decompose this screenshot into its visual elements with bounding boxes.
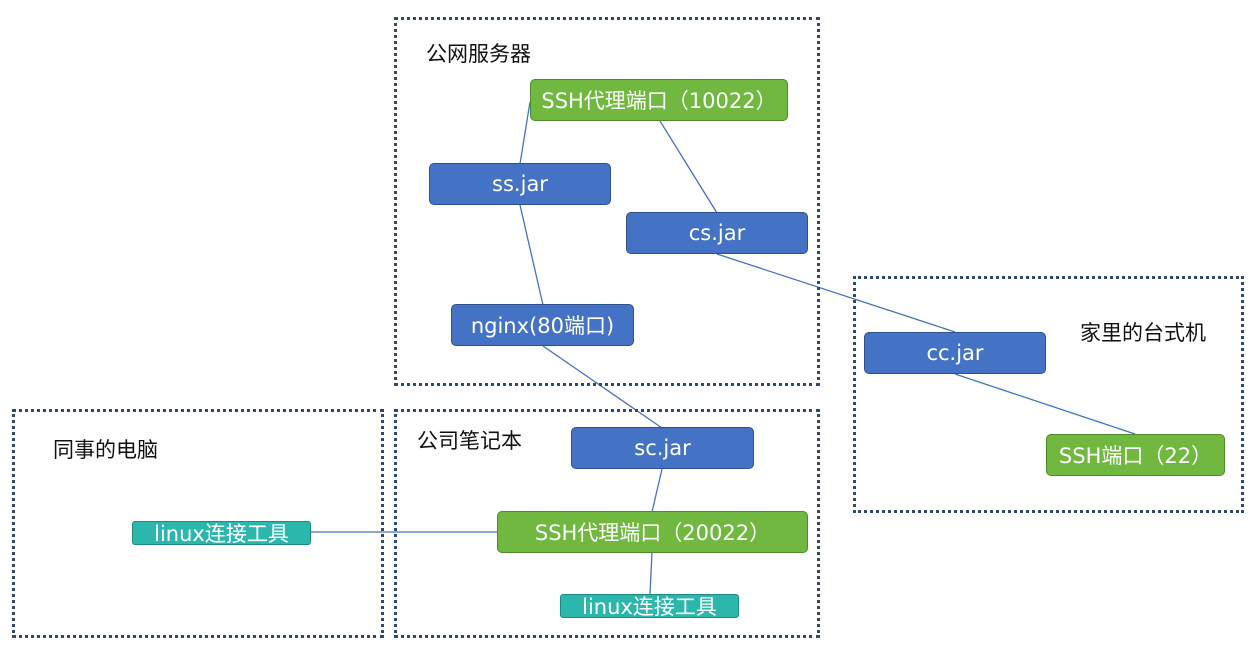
link-ssjar-nginx bbox=[519, 204, 544, 306]
link-csjar-ccjar bbox=[716, 253, 956, 333]
node-linux-tool-laptop: linux连接工具 bbox=[560, 594, 739, 619]
node-nginx: nginx(80端口) bbox=[451, 304, 634, 346]
link-nginx-scjar bbox=[542, 345, 663, 429]
link-ssh20022-linuxtool-laptop bbox=[649, 552, 653, 595]
node-ss-jar: ss.jar bbox=[429, 163, 611, 205]
node-ssh-proxy-10022: SSH代理端口（10022） bbox=[530, 79, 788, 121]
node-cc-jar: cc.jar bbox=[864, 332, 1046, 374]
node-ssh-proxy-20022: SSH代理端口（20022） bbox=[497, 511, 808, 553]
zone-label-colleague-pc: 同事的电脑 bbox=[53, 438, 158, 462]
zone-home-desktop bbox=[853, 276, 1244, 513]
link-ssh10022-csjar bbox=[659, 120, 718, 214]
zone-label-public-server: 公网服务器 bbox=[426, 42, 531, 66]
link-ssh10022-ssjar bbox=[519, 101, 531, 165]
node-cs-jar: cs.jar bbox=[626, 212, 808, 254]
link-ccjar-ssh22 bbox=[954, 373, 1136, 435]
zone-colleague-pc bbox=[12, 409, 384, 638]
node-sc-jar: sc.jar bbox=[571, 427, 754, 469]
zone-label-company-laptop: 公司笔记本 bbox=[417, 429, 522, 453]
zone-label-home-desktop: 家里的台式机 bbox=[1080, 321, 1206, 345]
zone-company-laptop bbox=[394, 409, 820, 638]
node-ssh-22: SSH端口（22） bbox=[1046, 434, 1225, 476]
link-scjar-ssh20022 bbox=[651, 468, 663, 513]
node-linux-tool-colleague: linux连接工具 bbox=[132, 521, 311, 546]
zone-public-server bbox=[394, 17, 820, 386]
